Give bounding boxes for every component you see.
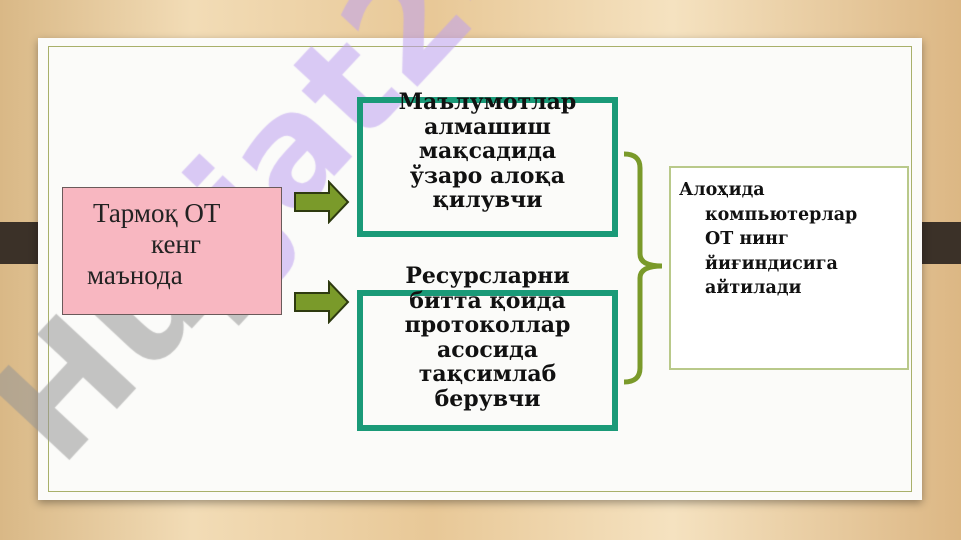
bottom-definition-box [357, 290, 618, 431]
right-summary-box: Алоҳида компьютерлар ОТ нинг йиғиндисига… [669, 166, 909, 370]
right-line: йиғиндисига [705, 253, 838, 274]
right-line: компьютерлар [705, 204, 858, 225]
top-line: ўзаро алоқа [409, 162, 566, 189]
left-line: кенг [151, 229, 201, 259]
top-line: қилувчи [432, 187, 543, 213]
bottom-line: берувчи [434, 385, 541, 412]
arrow-right-icon [294, 180, 350, 224]
arrow-right-icon [294, 280, 350, 324]
right-brace-icon [623, 151, 663, 385]
bottom-line: Ресурсларни [405, 263, 570, 289]
top-definition-box [357, 97, 618, 237]
left-line: Тармоқ ОТ [93, 198, 221, 228]
bottom-line: протоколлар [404, 312, 571, 338]
right-line: ОТ нинг [705, 229, 789, 249]
bottom-line: асосида [437, 336, 538, 363]
top-line: Маълумотлар [398, 89, 577, 115]
right-line: айтилади [705, 278, 802, 298]
top-definition-text: Маълумотлар алмашиш мақсадида ўзаро алоқ… [357, 90, 618, 213]
bottom-line: битта қоида [409, 287, 566, 314]
right-line: Алоҳида [679, 180, 765, 200]
bottom-definition-text: Ресурсларни битта қоида протоколлар асос… [357, 264, 618, 411]
left-line: маънода [87, 260, 183, 290]
top-line: алмашиш [424, 113, 551, 140]
bottom-line: тақсимлаб [418, 361, 557, 387]
left-concept-box: Тармоқ ОТ кенг маънода [62, 187, 282, 315]
top-line: мақсадида [418, 138, 557, 164]
